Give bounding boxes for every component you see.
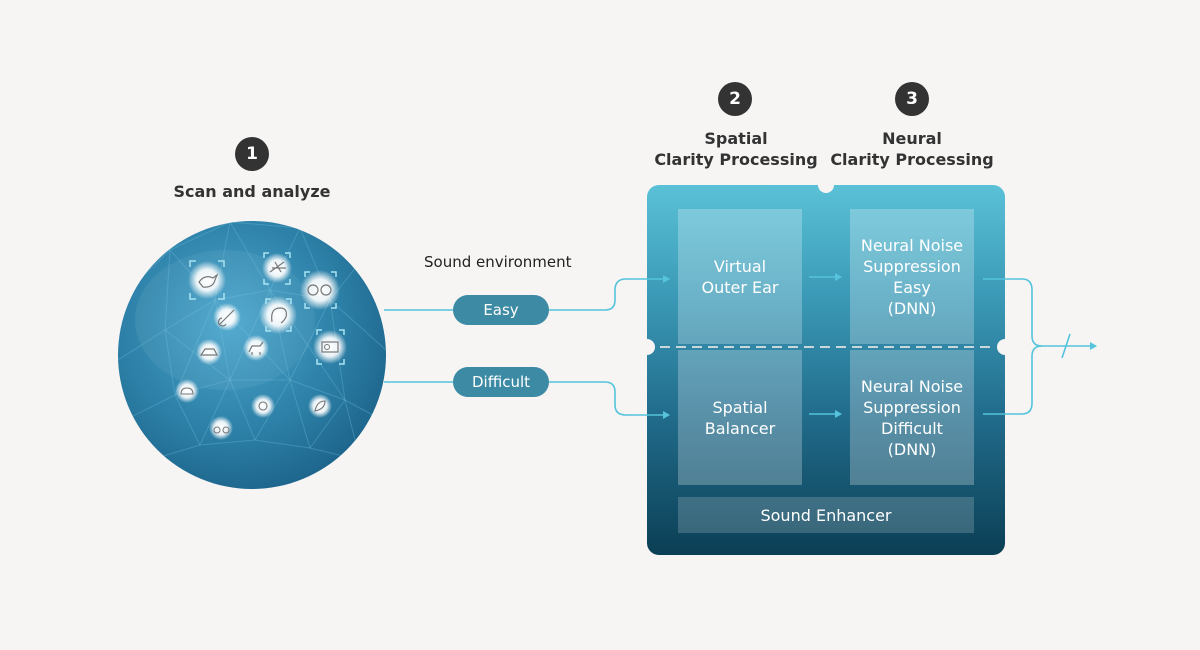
easy-pill: Easy xyxy=(453,295,549,325)
scan-brackets xyxy=(189,252,345,365)
spatial-balancer-line1: Spatial xyxy=(712,397,768,417)
scan-sphere xyxy=(118,221,386,489)
nns-easy-line2: Suppression xyxy=(863,256,961,276)
step-3-badge: 3 xyxy=(895,82,929,116)
sound-environment-label: Sound environment xyxy=(424,253,572,271)
spatial-balancer-line2: Balancer xyxy=(704,418,776,438)
step-2-title-line1: Spatial xyxy=(704,129,768,148)
processing-panel xyxy=(647,185,1005,555)
panel-notch-top xyxy=(818,177,834,193)
airplane-icon xyxy=(262,253,292,283)
spatial-balancer-block: Spatial Balancer xyxy=(678,350,802,485)
speech-icon xyxy=(300,270,340,310)
step-1-title: Scan and analyze xyxy=(173,182,331,201)
virtual-outer-ear-line2: Outer Ear xyxy=(701,277,779,297)
nns-easy-line1: Neural Noise xyxy=(860,235,964,255)
nns-difficult-line4: (DNN) xyxy=(887,439,937,459)
radio-icon xyxy=(313,330,347,364)
step-2-title-line2: Clarity Processing xyxy=(654,150,818,169)
bird-icon xyxy=(188,261,226,299)
step-2-title: Spatial Clarity Processing xyxy=(640,128,832,170)
step-3-title-line1: Neural xyxy=(882,129,942,148)
cloud-icon xyxy=(175,379,199,403)
leaf-icon xyxy=(308,394,332,418)
panel-notch-left xyxy=(639,339,655,355)
nns-easy-line4: (DNN) xyxy=(887,298,937,318)
ear-icon xyxy=(259,296,297,334)
difficult-pill: Difficult xyxy=(453,367,549,397)
guitar-icon xyxy=(213,303,241,331)
virtual-outer-ear-block: Virtual Outer Ear xyxy=(678,209,802,344)
sound-enhancer-block: Sound Enhancer xyxy=(678,497,974,533)
nns-difficult-block: Neural Noise Suppression Difficult (DNN) xyxy=(850,350,974,485)
nns-easy-block: Neural Noise Suppression Easy (DNN) xyxy=(850,209,974,344)
nns-difficult-line3: Difficult xyxy=(881,418,943,438)
nns-easy-line3: Easy xyxy=(893,277,931,297)
panel-notch-right xyxy=(997,339,1013,355)
traffic-icon xyxy=(251,394,275,418)
car-icon xyxy=(196,339,222,365)
dog-icon xyxy=(243,335,269,361)
bicycle-icon xyxy=(209,416,233,440)
step-3-title: Neural Clarity Processing xyxy=(816,128,1008,170)
nns-difficult-line2: Suppression xyxy=(863,397,961,417)
virtual-outer-ear-line1: Virtual xyxy=(713,256,767,276)
step-3-title-line2: Clarity Processing xyxy=(830,150,994,169)
step-2-badge: 2 xyxy=(718,82,752,116)
step-1-badge: 1 xyxy=(235,137,269,171)
nns-difficult-line1: Neural Noise xyxy=(860,376,964,396)
